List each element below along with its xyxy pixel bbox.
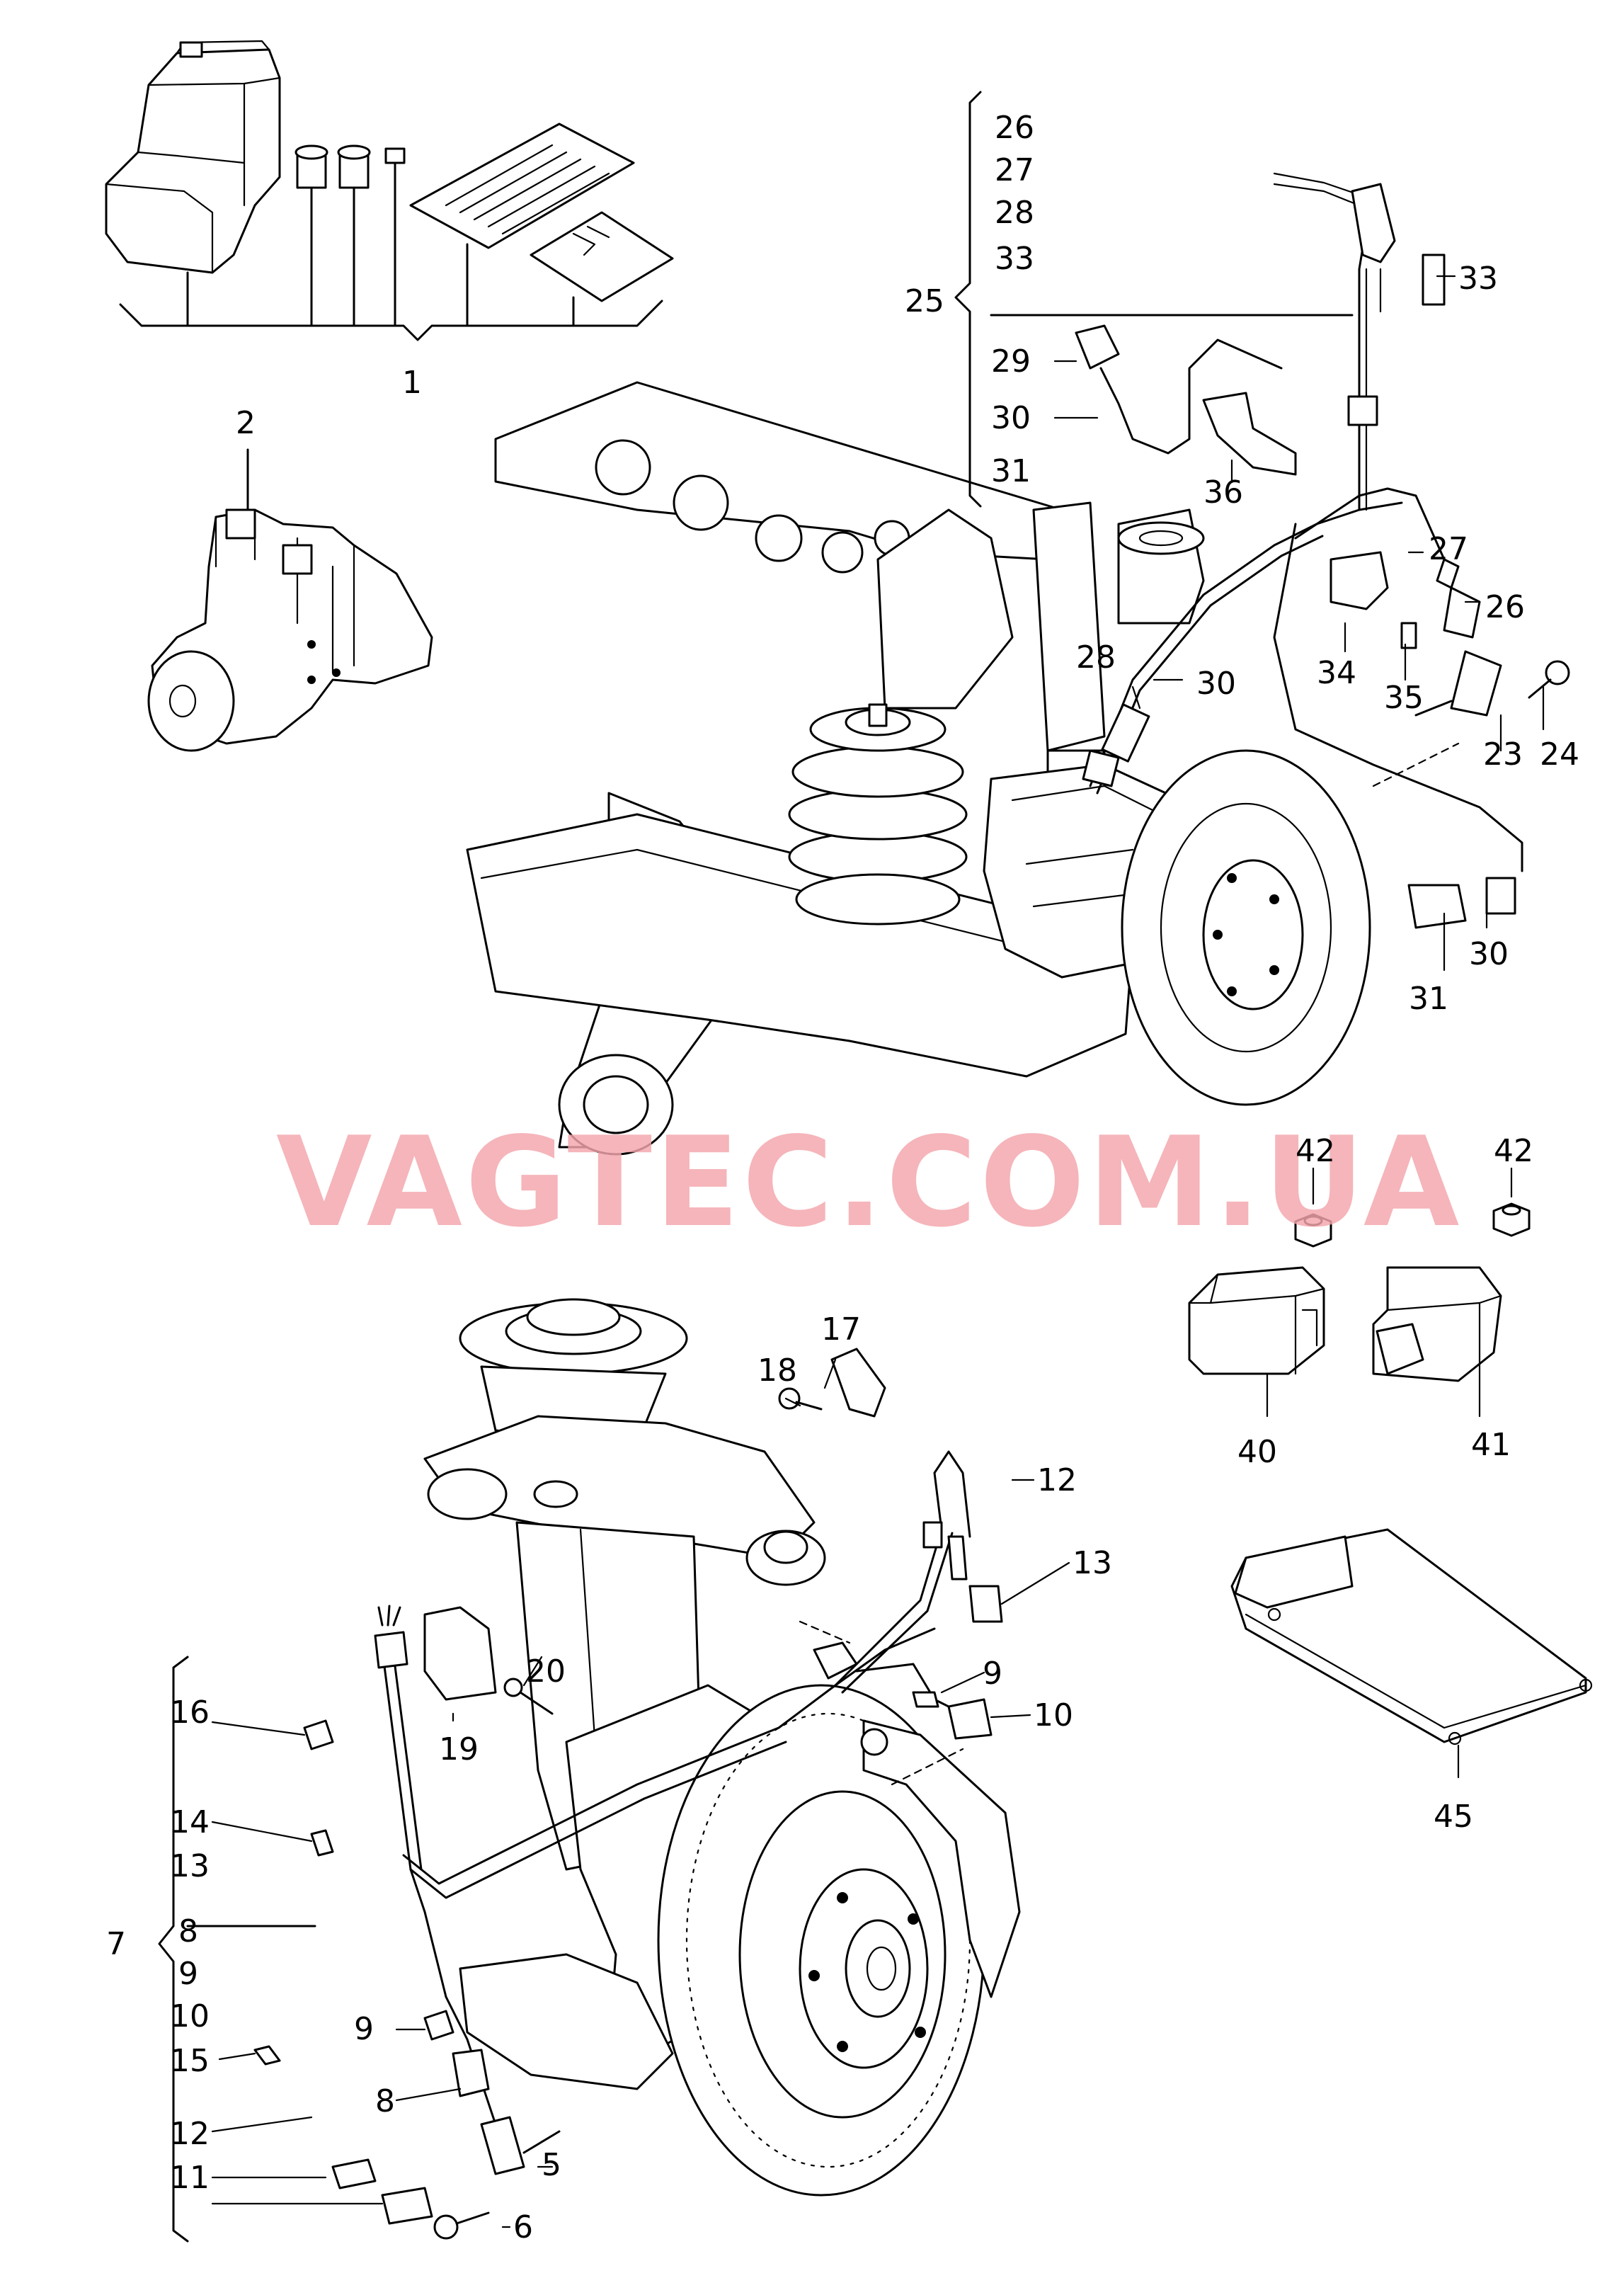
label-13: 13 (1073, 1545, 1112, 1581)
label-41: 41 (1471, 1427, 1511, 1463)
label-31: 31 (991, 453, 1031, 489)
label-19: 19 (439, 1731, 479, 1767)
part-labels: 26 27 28 33 25 29 30 31 33 36 27 26 28 3… (106, 110, 1579, 2245)
label-31: 31 (1409, 981, 1448, 1017)
label-15: 15 (170, 2043, 210, 2079)
label-9: 9 (178, 1956, 198, 1992)
label-10: 10 (1034, 1697, 1073, 1733)
rear-sensor-harness (1075, 172, 1570, 929)
label-30: 30 (1196, 666, 1236, 702)
rear-axle-assembly (466, 381, 1371, 1156)
label-28: 28 (1076, 639, 1116, 676)
abs-hydraulic-unit: 2 (147, 405, 433, 752)
label-18: 18 (757, 1352, 797, 1389)
label-1: 1 (402, 365, 422, 401)
label-35: 35 (1384, 680, 1424, 716)
label-11: 11 (170, 2160, 210, 2196)
label-33: 33 (1458, 261, 1498, 297)
callouts-rear (954, 91, 1545, 972)
label-13: 13 (170, 1848, 210, 1884)
label-30: 30 (1469, 936, 1509, 972)
label-9: 9 (983, 1656, 1002, 1692)
sensor-modules (1188, 1167, 1593, 1779)
label-42: 42 (1494, 1133, 1533, 1169)
label-20: 20 (526, 1653, 566, 1690)
label-36: 36 (1203, 474, 1243, 511)
label-42: 42 (1296, 1133, 1335, 1169)
front-suspension-assembly (423, 1298, 1021, 2197)
label-27: 27 (995, 152, 1034, 188)
label-2: 2 (236, 405, 256, 441)
label-25: 25 (905, 283, 944, 319)
label-34: 34 (1317, 655, 1356, 691)
label-30: 30 (991, 400, 1031, 436)
label-17: 17 (821, 1311, 861, 1348)
label-8: 8 (375, 2083, 395, 2119)
label-12: 12 (1037, 1462, 1077, 1498)
label-29: 29 (991, 343, 1031, 380)
label-23: 23 (1483, 736, 1523, 773)
label-28: 28 (995, 195, 1034, 231)
callouts-front (158, 1358, 1070, 2243)
label-45: 45 (1434, 1799, 1473, 1835)
label-14: 14 (170, 1804, 210, 1840)
abs-control-unit-kit: 1 (105, 40, 674, 401)
label-7: 7 (106, 1926, 126, 1962)
label-9: 9 (354, 2011, 374, 2047)
label-8: 8 (178, 1913, 198, 1949)
label-5: 5 (542, 2147, 561, 2183)
front-sensor-harness (253, 1348, 1003, 2240)
label-24: 24 (1540, 736, 1579, 773)
label-26: 26 (995, 110, 1034, 146)
label-6: 6 (513, 2209, 533, 2245)
label-27: 27 (1429, 531, 1468, 567)
label-12: 12 (170, 2116, 210, 2152)
label-40: 40 (1237, 1434, 1277, 1470)
label-16: 16 (170, 1695, 210, 1731)
label-26: 26 (1485, 589, 1525, 625)
label-33: 33 (995, 241, 1034, 277)
label-10: 10 (170, 1998, 210, 2034)
watermark-text: VAGTEC.COM.UA (276, 1111, 1462, 1255)
